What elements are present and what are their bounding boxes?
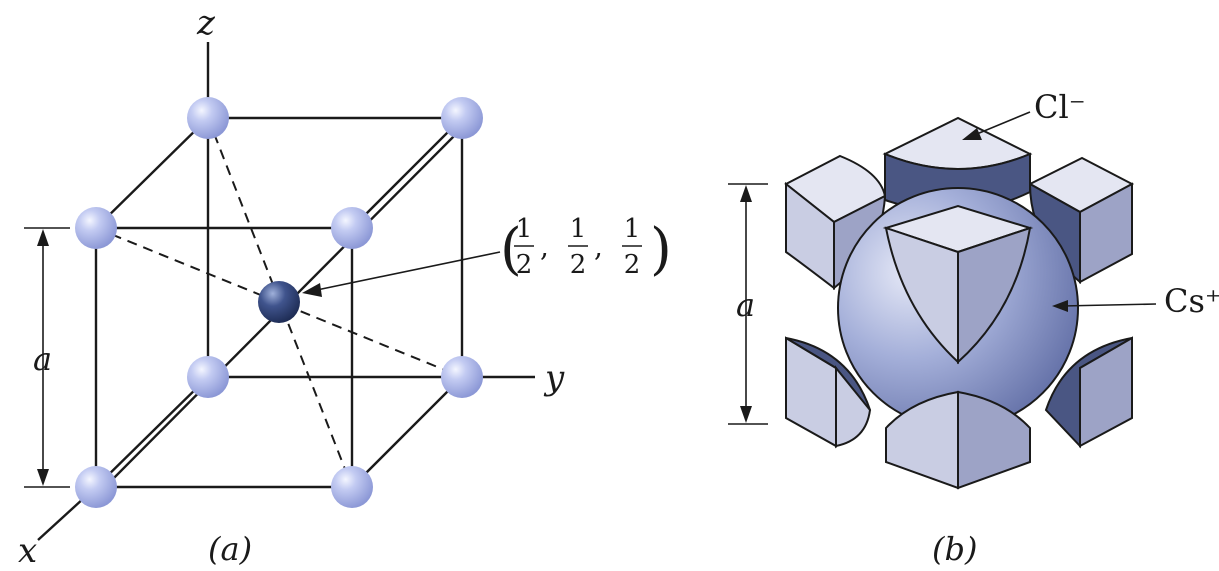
cesium-ion-label: Cs⁺ xyxy=(1164,282,1219,320)
unit-cell-edges xyxy=(94,116,467,493)
corner-atom xyxy=(75,466,117,508)
chloride-corner-piece xyxy=(785,336,872,449)
svg-text:): ) xyxy=(650,217,672,282)
corner-atom xyxy=(187,97,229,139)
lattice-parameter-marker-b xyxy=(728,183,768,425)
chloride-corner-piece xyxy=(1044,336,1133,449)
cesium-pointer-arrow xyxy=(1052,300,1157,312)
corner-atom xyxy=(331,466,373,508)
svg-text:,: , xyxy=(540,230,549,263)
figure-b-caption: (b) xyxy=(932,530,977,568)
lattice-parameter-marker-a xyxy=(24,227,70,488)
svg-text:2: 2 xyxy=(570,250,587,280)
chloride-ion-label: Cl⁻ xyxy=(1034,88,1086,126)
center-coordinate-label: ( 1 2 , 1 2 , 1 2 ) xyxy=(500,214,672,282)
body-diagonals xyxy=(95,117,463,488)
x-axis-label: x xyxy=(18,531,37,571)
svg-text:2: 2 xyxy=(516,250,533,280)
corner-atom xyxy=(441,97,483,139)
svg-text:1: 1 xyxy=(624,214,641,244)
svg-text:,: , xyxy=(594,230,603,263)
center-pointer-arrow xyxy=(302,251,501,297)
y-axis-label: y xyxy=(543,358,565,398)
figure-a-caption: (a) xyxy=(208,530,252,568)
svg-text:1: 1 xyxy=(516,214,533,244)
z-axis-label: z xyxy=(196,3,216,43)
svg-text:(: ( xyxy=(500,217,522,282)
corner-atom xyxy=(441,356,483,398)
figure-a: z y x xyxy=(18,3,672,571)
figure-b: a xyxy=(728,88,1219,568)
corner-atom xyxy=(187,356,229,398)
chloride-corner-piece xyxy=(885,390,1031,490)
chloride-corner-piece xyxy=(882,204,1034,365)
corner-atom xyxy=(331,207,373,249)
svg-text:2: 2 xyxy=(624,250,641,280)
svg-text:1: 1 xyxy=(570,214,587,244)
corner-atom xyxy=(75,207,117,249)
chloride-pointer-arrow xyxy=(962,111,1031,140)
corner-atoms xyxy=(75,97,483,508)
lattice-parameter-label-b: a xyxy=(736,286,755,324)
body-center-atom xyxy=(258,281,300,323)
lattice-parameter-label-a: a xyxy=(33,340,52,378)
